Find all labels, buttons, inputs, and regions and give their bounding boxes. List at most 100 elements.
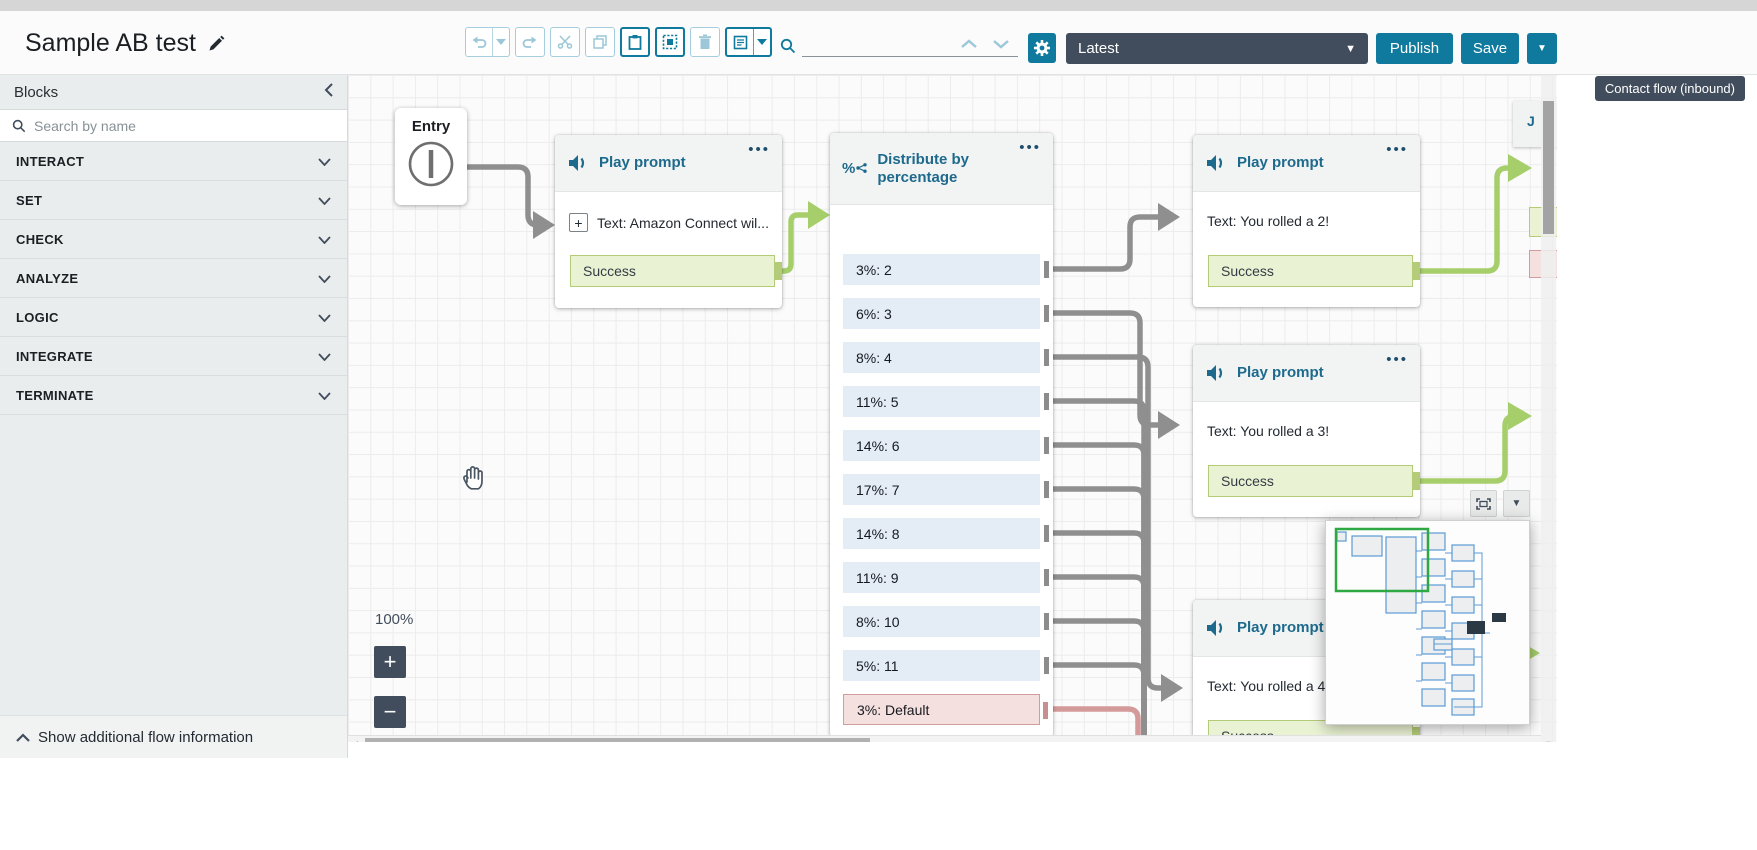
caret-down-icon (496, 39, 506, 45)
distribute-by-percentage-block[interactable]: % Distribute by percentage ••• 3%: 2 6%:… (830, 133, 1053, 737)
branch-output[interactable]: 11%: 5 (843, 386, 1049, 417)
show-flow-info-toggle[interactable]: Show additional flow information (0, 715, 347, 758)
zoom-out-button[interactable]: − (374, 696, 406, 728)
search-prev-button[interactable] (960, 37, 982, 55)
clipboard-icon (628, 35, 642, 50)
annotation-caret-button[interactable] (754, 29, 770, 55)
undo-caret-button[interactable] (493, 28, 509, 56)
wire-row9 (1053, 618, 1147, 742)
scroll-left-arrow[interactable]: ◀ (351, 739, 358, 742)
sidebar-category-set[interactable]: SET (0, 181, 347, 220)
arrowhead (533, 211, 555, 239)
success-output[interactable]: Success (1208, 255, 1420, 287)
block-menu-button[interactable]: ••• (1386, 351, 1408, 368)
arrowhead-green (808, 201, 830, 229)
block-menu-button[interactable]: ••• (1386, 141, 1408, 158)
branch-output[interactable]: 14%: 6 (843, 430, 1049, 461)
block-title: Play prompt (1237, 364, 1324, 382)
canvas-toolbar (465, 27, 772, 57)
trash-icon (699, 34, 711, 49)
branch-output[interactable]: 8%: 4 (843, 342, 1049, 373)
wire-row3-to-playprompt4 (1053, 354, 1163, 691)
minimap-viewport-rect (1334, 527, 1430, 593)
save-options-button[interactable]: ▼ (1527, 33, 1557, 64)
chevron-down-icon (318, 154, 331, 169)
delete-button[interactable] (690, 27, 720, 57)
speaker-icon (569, 155, 585, 171)
cut-button[interactable] (550, 27, 580, 57)
canvas-viewport[interactable]: Entry Play prompt ••• + (348, 75, 1557, 742)
entry-block[interactable]: Entry (395, 108, 467, 205)
success-output[interactable]: Success (1208, 465, 1420, 497)
chevron-down-icon (318, 232, 331, 247)
percentage-branch-icon: % (842, 160, 868, 177)
branch-output[interactable]: 6%: 3 (843, 298, 1049, 329)
wire-row10 (1053, 662, 1147, 742)
branch-output[interactable]: 8%: 10 (843, 606, 1049, 637)
block-menu-button[interactable]: ••• (748, 141, 770, 158)
prompt-text: Text: You rolled a 4! (1207, 678, 1330, 694)
redo-button[interactable] (515, 27, 545, 57)
branch-output[interactable]: 3%: 2 (843, 254, 1049, 285)
caret-down-icon (757, 39, 767, 45)
publish-button[interactable]: Publish (1376, 33, 1453, 64)
zoom-in-button[interactable]: + (374, 646, 406, 678)
vertical-scroll-thumb[interactable] (1543, 101, 1554, 234)
zoom-level: 100% (375, 611, 414, 628)
save-button[interactable]: Save (1461, 33, 1519, 64)
sidebar-category-analyze[interactable]: ANALYZE (0, 259, 347, 298)
chevron-down-icon (318, 271, 331, 286)
annotation-button[interactable] (727, 29, 753, 55)
fit-to-view-button[interactable] (1470, 490, 1497, 517)
version-value: Latest (1078, 40, 1119, 57)
horizontal-scroll-thumb[interactable] (365, 738, 870, 742)
flow-canvas[interactable]: Entry Play prompt ••• + (348, 75, 1757, 758)
undo-button[interactable] (466, 28, 492, 56)
branch-output[interactable]: 14%: 8 (843, 518, 1049, 549)
search-input[interactable] (802, 33, 1018, 57)
expand-prompt-button[interactable]: + (569, 213, 588, 232)
play-prompt-block-1[interactable]: Play prompt ••• + Text: Amazon Connect w… (555, 135, 782, 308)
copy-button[interactable] (585, 27, 615, 57)
select-all-button[interactable] (655, 27, 685, 57)
window-edge (0, 0, 1757, 11)
horizontal-scrollbar[interactable]: ◀ (348, 735, 1541, 742)
branch-output[interactable]: 11%: 9 (843, 562, 1049, 593)
sidebar-category-integrate[interactable]: INTEGRATE (0, 337, 347, 376)
sidebar-category-interact[interactable]: INTERACT (0, 142, 347, 181)
chevron-down-icon (318, 310, 331, 325)
flow-search (780, 33, 1018, 57)
search-icon (12, 119, 26, 132)
success-output[interactable]: Success (570, 255, 782, 287)
vertical-scrollbar[interactable]: ▼ (1541, 75, 1556, 742)
search-next-button[interactable] (992, 37, 1014, 55)
edit-pencil-icon[interactable] (206, 34, 226, 54)
sidebar-category-logic[interactable]: LOGIC (0, 298, 347, 337)
search-icon (780, 38, 796, 54)
version-select[interactable]: Latest ▼ (1066, 33, 1368, 64)
wire-row8 (1053, 574, 1147, 742)
play-prompt-block-2[interactable]: Play prompt ••• Text: You rolled a 2! Su… (1193, 135, 1420, 307)
play-prompt-block-3[interactable]: Play prompt ••• Text: You rolled a 3! Su… (1193, 345, 1420, 517)
default-branch-output[interactable]: 3%: Default (843, 694, 1048, 725)
block-search (0, 109, 347, 142)
notes-group (725, 27, 772, 57)
flow-type-badge: Contact flow (inbound) (1594, 76, 1745, 101)
wire-row4 (1053, 398, 1147, 742)
paste-button[interactable] (620, 27, 650, 57)
branch-output[interactable]: 17%: 7 (843, 474, 1049, 505)
minimap-toggle-button[interactable]: ▼ (1503, 490, 1530, 517)
connector-layer (452, 154, 1540, 742)
wire-row5 (1053, 442, 1147, 742)
block-search-input[interactable] (34, 117, 335, 134)
block-menu-button[interactable]: ••• (1019, 139, 1041, 156)
minimap[interactable] (1325, 520, 1530, 725)
sidebar-category-check[interactable]: CHECK (0, 220, 347, 259)
wire-success1-to-distribute (778, 212, 808, 274)
settings-button[interactable] (1028, 33, 1056, 63)
sidebar-category-terminate[interactable]: TERMINATE (0, 376, 347, 415)
speaker-icon (1207, 620, 1223, 636)
collapse-sidebar-button[interactable] (324, 83, 333, 101)
scroll-down-arrow[interactable]: ▼ (1544, 739, 1553, 742)
branch-output[interactable]: 5%: 11 (843, 650, 1049, 681)
